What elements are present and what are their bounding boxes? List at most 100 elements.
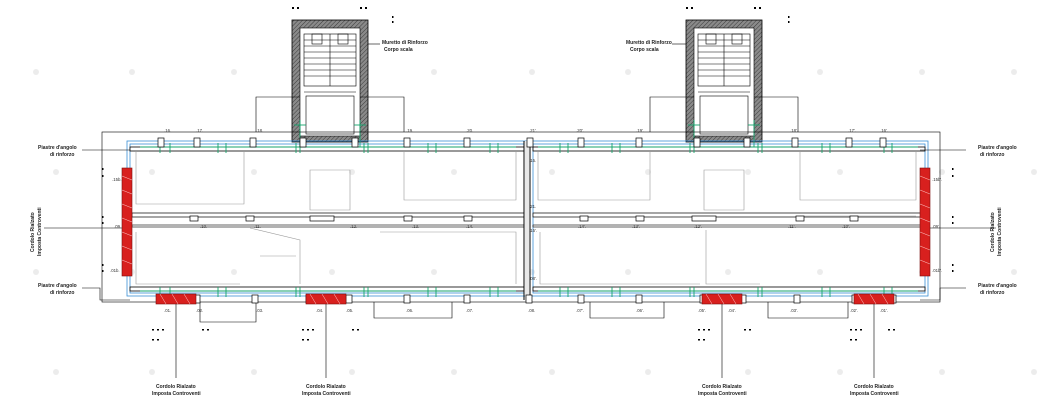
pillar [691, 215, 717, 222]
pillar-label: .13'. [632, 224, 640, 229]
building-outline [101, 96, 941, 323]
pillar-label: .10. [200, 224, 207, 229]
pillar-label: .15'. [529, 228, 537, 233]
pillar [463, 137, 471, 148]
grid-dot [549, 169, 555, 175]
pillar [193, 137, 201, 148]
pillar-label: .05. [346, 308, 353, 313]
grid-dot [329, 269, 335, 275]
pillar-label: .02. [196, 308, 203, 313]
label-stair-right-line1: Muretto di Rinforzo [626, 40, 672, 46]
label-cord-b1-line1: Cordolo Rialzato [156, 384, 196, 390]
pillar-label: .04'. [728, 308, 736, 313]
pillar-label: .16'. [880, 128, 888, 133]
label-cord-b4-line2: Imposta Controventi [850, 391, 899, 397]
label-cord-b2-line1: Cordolo Rialzato [306, 384, 346, 390]
grid-dot [745, 369, 751, 375]
pillar-label: .01b. [110, 268, 120, 273]
section-marks [102, 7, 954, 341]
pillar-label: .21'. [529, 128, 537, 133]
pillar-label: .02'. [850, 308, 858, 313]
stair-tower-right [685, 19, 763, 150]
grid-dot [53, 369, 59, 375]
grid-dot [837, 369, 843, 375]
pillar-label: .11'. [788, 224, 796, 229]
pillar-label: .05'. [698, 308, 706, 313]
pillar-label: .14. [466, 224, 473, 229]
label-cord-left-line1: Cordolo Rialzato [30, 212, 36, 252]
grid-dot [431, 69, 437, 75]
grid-dot [625, 69, 631, 75]
pillar-label: .12. [350, 224, 357, 229]
pillar-label: .08'. [529, 276, 537, 281]
grid-dot [53, 169, 59, 175]
pillar [403, 215, 413, 222]
pillar-labels: .16..17..18..19..20..21'..20'..19'..18'.… [110, 128, 942, 313]
grid-dot [251, 369, 257, 375]
pillar [157, 137, 165, 148]
pillar-label: .06'. [636, 308, 644, 313]
grid-dot [837, 169, 843, 175]
pillar-label: .11. [254, 224, 261, 229]
grid-dot [231, 269, 237, 275]
label-stair-left-line2: Corpo scala [384, 47, 413, 53]
grid-dot [817, 69, 823, 75]
grid-dot [451, 369, 457, 375]
pillar [635, 215, 645, 222]
grid-dot [1031, 369, 1037, 375]
label-cord-right-line1: Cordolo Rialzato [990, 212, 996, 252]
grid-dot [231, 69, 237, 75]
grid-dot [431, 269, 437, 275]
pillar-label: .09. [114, 224, 121, 229]
pillar-label: .10'. [842, 224, 850, 229]
grid-dot [529, 69, 535, 75]
pillar [577, 294, 585, 304]
pillar [245, 215, 255, 222]
label-plate-bl-line2: di rinforzo [50, 290, 74, 296]
pillar [463, 215, 473, 222]
label-plate-br-line1: Piastre d'angolo [978, 283, 1017, 289]
grid-dot [1031, 169, 1037, 175]
grid-dot [33, 69, 39, 75]
pillar [795, 215, 805, 222]
label-cord-b3-line1: Cordolo Rialzato [702, 384, 742, 390]
grid-dot [149, 369, 155, 375]
pillar [299, 137, 307, 148]
pillar-label: .01'. [880, 308, 888, 313]
pillar-label: .17'. [848, 128, 856, 133]
pillar-label: .06. [406, 308, 413, 313]
pillar [743, 137, 751, 148]
grid-dot [1011, 269, 1017, 275]
grid-dot [645, 369, 651, 375]
pillar-label: .15b'. [932, 177, 942, 182]
pillar-label: .20'. [576, 128, 584, 133]
pillar [793, 294, 801, 304]
pillar [351, 137, 359, 148]
pillar [251, 294, 259, 304]
label-plate-bl-line1: Piastre d'angolo [38, 283, 77, 289]
pillar-label: .15. [529, 158, 536, 163]
label-cord-left-line2: Imposta Controventi [37, 207, 43, 256]
pillar-label: .04. [316, 308, 323, 313]
corner-plates [121, 167, 931, 305]
pillar [526, 137, 534, 148]
label-plate-tr-line2: di rinforzo [980, 152, 1004, 158]
pillar-label: .01. [164, 308, 171, 313]
grid-dot [349, 369, 355, 375]
pillar [525, 294, 533, 304]
pillar [579, 215, 589, 222]
pillar [879, 137, 887, 148]
stair-tower-left [291, 19, 369, 150]
pillar-label: .15b. [112, 177, 122, 182]
label-plate-br-line2: di rinforzo [980, 290, 1004, 296]
pillar-label: .13. [412, 224, 419, 229]
grid-dot [549, 369, 555, 375]
grid-dot [939, 369, 945, 375]
pillar-label: .19. [406, 128, 413, 133]
pillar-label: .16. [164, 128, 171, 133]
label-stair-left-line1: Muretto di Rinforzo [382, 40, 428, 46]
pillar [693, 137, 701, 148]
grid-dot [349, 169, 355, 175]
pillar [463, 294, 471, 304]
